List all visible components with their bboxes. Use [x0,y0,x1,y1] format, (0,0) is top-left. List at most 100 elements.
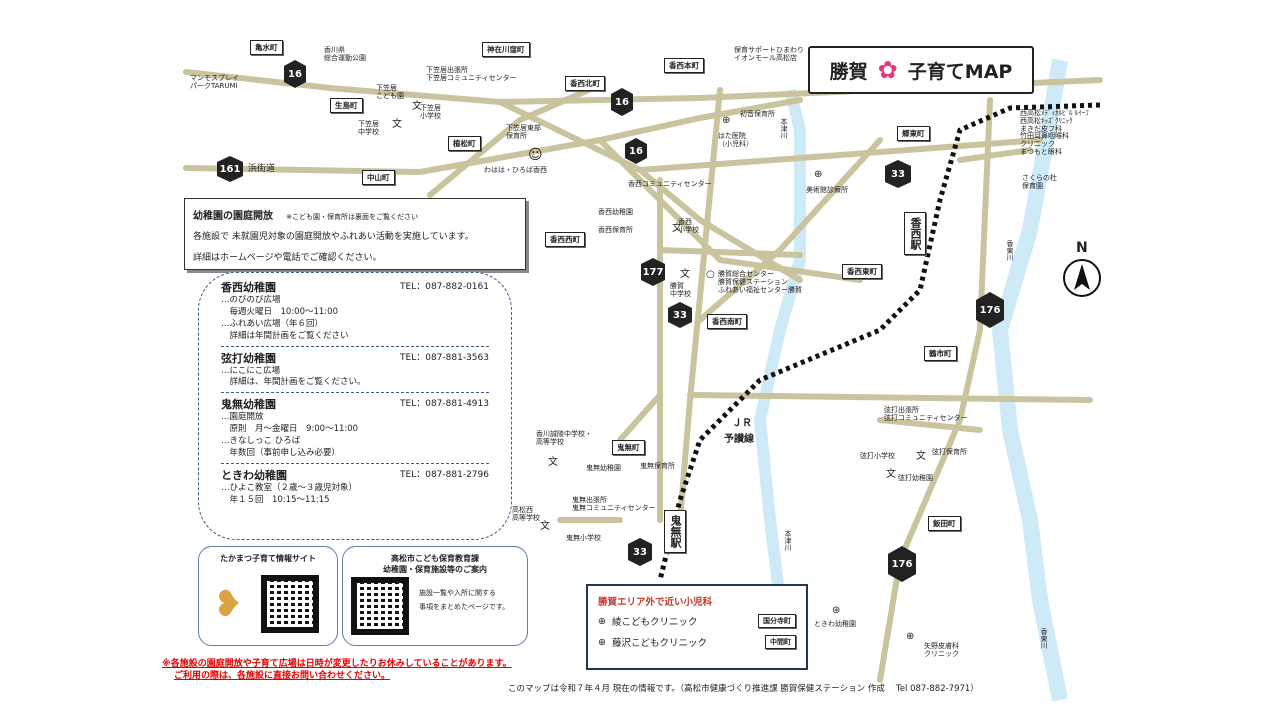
qr-code[interactable] [351,577,409,635]
clinic-item: ⊕ 綾こどもクリニック 国分寺町 [598,614,796,628]
town-label: 生島町 [330,98,363,113]
river-label: 香東川 [1040,628,1049,649]
childcare-dept-card[interactable]: 高松市こども保育教育課 幼稚園・保育施設等のご案内 施設一覧や入所に関する 事項… [342,546,528,646]
school-icon: 文 [672,223,682,234]
town-label: 植松町 [448,136,481,151]
compass-label: N [1076,240,1088,256]
kg-line: …にこにこ広場 [221,365,281,376]
place-label: 香西コミュニティセンター [628,180,712,188]
route-badges [217,60,1004,582]
place-label: さくらの杜 保育園 [1022,174,1057,191]
jr-label: ＪＲ [732,418,752,429]
place-label: 弦打保育所 [932,448,967,456]
kg-line: 原則 月～金曜日 9:00～11:00 [221,424,359,435]
clinic-town: 国分寺町 [758,614,796,628]
place-label: 香西保育所 [598,226,633,234]
place-label: 勝賀総合センター 勝賀保健ステーション ふれあい福祉センター勝賀 [718,270,802,295]
town-label: 中山町 [362,170,395,185]
kindergarten-tel[interactable]: TEL：087-882-0161 [400,282,489,292]
place-label: 西高松ﾒﾃﾞｨｶﾙﾋﾞﾙ ﾙｲｰﾌ 西高松ｷｯｽﾞｸﾘﾆｯｸ まきだ皮フ科 竹田… [1020,109,1089,157]
kindergarten-icon: ⊛ [832,605,841,616]
place-label: 弦打幼稚園 [898,474,933,482]
map-title: 勝賀 ✿ 子育てMAP [808,46,1034,94]
school-icon: 文 [540,521,550,532]
dept-desc: 施設一覧や入所に関する [419,589,496,597]
river-label: 本津川 [784,530,793,551]
route-16: 16 [629,145,643,157]
roads [183,69,1103,683]
route-177: 177 [642,266,664,278]
kindergarten-tel[interactable]: TEL：087-881-2796 [400,469,489,480]
kg-line: …ふれあい広場（年６回） [221,318,324,329]
dept-desc: 事項をまとめたページです。 [419,603,510,611]
pediatrics-heading: 勝賀エリア外で近い小児科 [598,597,713,608]
clinic-name: 綾こどもクリニック [611,617,698,628]
hospital-icon: ⊕ [598,615,606,627]
info-note: ※こども園・保育所は裏面をご覧ください [286,213,418,221]
route-33: 33 [633,546,647,558]
kg-line: …園庭開放 [221,412,264,423]
dept-subtitle: 幼稚園・保育施設等のご案内 [383,565,487,574]
place-label: 下笠居 小学校 [420,104,441,121]
place-label: 弦打小学校 [860,452,895,460]
clinic-town: 中間町 [765,635,796,649]
town-label: 香西南町 [707,314,747,329]
place-label: 高松西 高等学校 [512,506,540,523]
place-label: ときわ幼稚園 [814,620,856,628]
town-label: 亀水町 [250,40,283,55]
road-name: 浜街道 [248,164,276,174]
place-label: わはは・ひろば香西 [484,166,547,174]
kg-line: 毎週火曜日 10:00～11:00 [221,306,339,317]
route-16: 16 [288,68,302,80]
town-label: 飯田町 [928,516,961,531]
place-label: 下笠居 こども園 [376,84,404,101]
jr-line-label: 予讃線 [724,434,754,445]
kg-line: 詳細は年間計画をご覧ください [221,330,349,341]
river-label: 香東川 [1006,240,1015,261]
kindergarten-name: 香西幼稚園 [221,281,276,294]
compass [1063,259,1101,297]
route-33: 33 [673,309,687,321]
route-33: 33 [891,168,905,180]
dept-title: 高松市こども保育教育課 [391,554,479,563]
childcare-site-card[interactable]: たかまつ子育て情報サイト ❥ [198,546,338,646]
river-label: 本津川 [780,118,789,139]
place-label: 下笠居 中学校 [358,120,379,137]
place-label: 下笠居東部 保育所 [506,124,541,141]
place-label: マンモスプレイ パークTARUMI [190,74,239,91]
place-label: 香川県 総合運動公園 [324,46,366,63]
town-label: 香西北町 [565,76,605,91]
garden-open-info: 幼稚園の園庭開放 ※こども園・保育所は裏面をご覧ください 各施設で 未就園児対象… [184,198,526,270]
hospital-icon: ⊕ [906,631,915,642]
kindergarten-tel[interactable]: TEL：087-881-4913 [400,399,489,410]
hospital-icon: ⊕ [722,115,731,126]
footer-note: このマップは令和７年４月 現在の情報です。（高松市健康づくり推進課 勝賀保健ステ… [508,684,979,694]
nearby-pediatrics: 勝賀エリア外で近い小児科 ⊕ 綾こどもクリニック 国分寺町 ⊕ 藤沢こどもクリニ… [586,584,808,670]
kindergarten-tel[interactable]: TEL：087-881-3563 [400,352,489,363]
place-label: 香西幼稚園 [598,208,633,216]
place-label: 鬼無幼稚園 [586,464,621,472]
info-heading: 幼稚園の園庭開放 [193,211,273,222]
route-176: 176 [979,304,1001,316]
kg-line: 詳細は、年間計画をご覧ください。 [221,377,366,388]
clinic-item: ⊕ 藤沢こどもクリニック 中間町 [598,635,796,649]
building-icon: ○ [706,269,715,280]
kg-line: …ひよこ教室（２歳～３歳児対象） [221,482,358,493]
school-icon: 文 [680,269,690,280]
school-icon: 文 [886,469,896,480]
place-label: 弦打出張所 弦打コミュニティセンター [884,406,968,423]
town-label: 神在川窪町 [482,42,530,57]
kg-line: …きなしっこ ひろば [221,436,301,447]
place-label: 保育サポートひまわり イオンモール高松店 [734,46,804,63]
warning-text: ご利用の際は、各施設に直接お問い合わせください。 [174,671,391,681]
station-label: 鬼無駅 [664,510,686,553]
hospital-icon: ⊕ [598,636,606,648]
qr-code[interactable] [261,575,319,633]
place-label: 鬼無小学校 [566,534,601,542]
